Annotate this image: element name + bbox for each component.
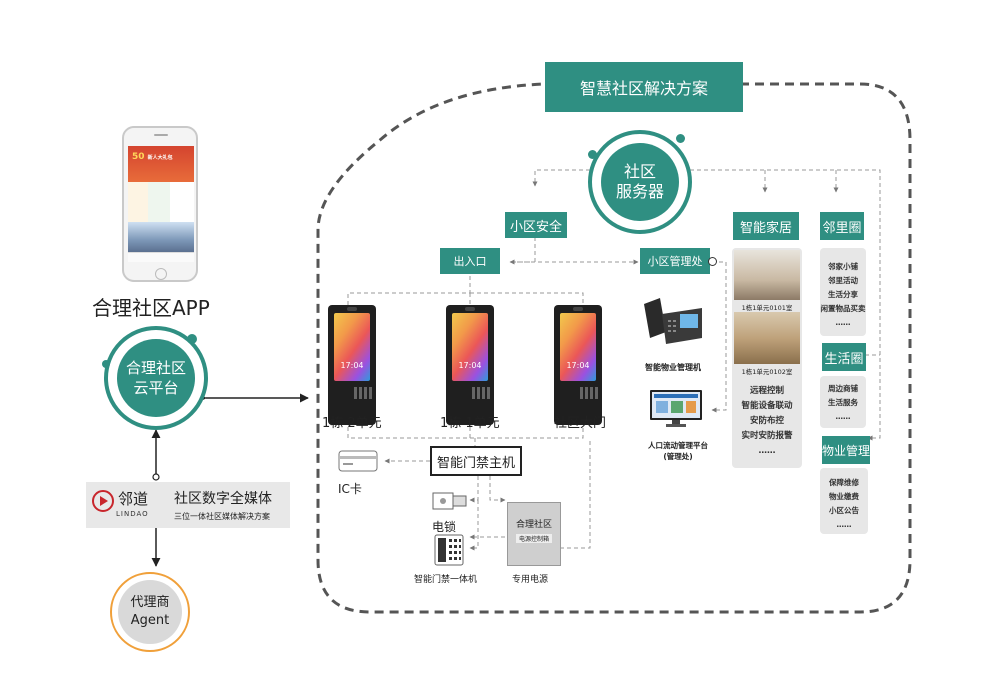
home-photo-2 — [734, 312, 800, 364]
smart-home-box: 智能家居 — [733, 212, 799, 240]
ic-card-label: IC卡 — [338, 482, 362, 496]
smart-home-item: 安防布控 — [749, 416, 784, 426]
property-phone-label: 智能物业管理机 — [645, 363, 701, 372]
keypad-device-icon — [434, 534, 464, 566]
terminal-time: 17:04 — [566, 361, 590, 370]
access-terminal-3: 17:04 — [554, 305, 602, 425]
power-box-title: 合理社区 — [515, 520, 552, 530]
property-panel — [820, 468, 868, 534]
server-line2: 服务器 — [615, 182, 664, 201]
cloud-line1: 合理社区 — [125, 359, 186, 377]
property-management-box: 物业管理 — [822, 436, 870, 464]
smart-home-item: …… — [758, 446, 776, 456]
property-item: 保障维修 — [829, 478, 859, 487]
flow-platform-label: 人口流动管理平台 (管理处) — [640, 440, 716, 462]
neighbor-item: 邻家小铺 — [828, 262, 858, 271]
electric-lock-label: 电锁 — [432, 520, 457, 534]
home-photo-1-caption: 1栋1单元0101室 — [741, 304, 793, 312]
entrance-box: 出入口 — [440, 248, 500, 274]
life-circle-box: 生活圈 — [822, 343, 866, 371]
management-office-box: 小区管理处 — [640, 248, 710, 274]
property-item: 物业缴费 — [829, 492, 859, 501]
property-item: …… — [836, 520, 852, 529]
flow-platform-line2: (管理处) — [663, 452, 693, 461]
home-photo-1 — [734, 250, 800, 300]
access-terminal-2: 17:04 — [446, 305, 494, 425]
community-server-node: 社区 服务器 — [588, 130, 692, 234]
property-item: 小区公告 — [829, 506, 859, 515]
smart-home-item: 智能设备联动 — [741, 401, 793, 411]
page-title: 智慧社区解决方案 — [545, 62, 743, 112]
server-dot-right — [676, 134, 685, 143]
power-box-label: 专用电源 — [512, 575, 549, 585]
management-connector-dot — [708, 257, 717, 266]
neighbor-item: 生活分享 — [828, 290, 858, 299]
life-item: …… — [835, 412, 851, 421]
promo-number: 50 — [132, 152, 145, 162]
app-label: 合理社区APP — [92, 296, 210, 320]
property-list: 保障维修 物业缴费 小区公告 …… — [816, 476, 872, 532]
cloud-dot-left — [102, 360, 110, 368]
cloud-dot-top — [187, 334, 197, 344]
electric-lock-icon — [432, 490, 468, 512]
app-phone-icon: 50 新人大礼包 — [122, 126, 198, 282]
neighbor-list: 邻家小铺 邻里活动 生活分享 闲置物品买卖 …… — [816, 260, 870, 330]
lindao-main-text: 社区数字全媒体 — [174, 491, 272, 507]
cloud-platform-node: 合理社区 云平台 — [104, 326, 208, 430]
ic-card-icon — [338, 450, 378, 472]
flow-platform-line1: 人口流动管理平台 — [648, 441, 708, 450]
smart-home-item: 远程控制 — [749, 386, 784, 396]
lindao-play-icon — [92, 490, 114, 512]
server-dot-left — [588, 150, 597, 159]
neighbor-panel — [820, 248, 866, 336]
agent-line1: 代理商 — [130, 595, 170, 610]
lindao-sub-text: 三位一体社区媒体解决方案 — [174, 512, 270, 521]
access-terminal-1: 17:04 — [328, 305, 376, 425]
life-item: 生活服务 — [828, 398, 858, 407]
terminal-1-label: 1栋 2单元 — [322, 416, 382, 431]
life-list: 周边商铺 生活服务 …… — [816, 382, 870, 424]
power-box-plate: 电源控制箱 — [516, 534, 552, 543]
server-line1: 社区 — [623, 162, 656, 181]
power-box-icon: 合理社区 电源控制箱 — [507, 502, 561, 566]
lindao-logo-sub: LINDAO — [116, 510, 149, 518]
community-security-box: 小区安全 — [505, 212, 567, 238]
terminal-2-label: 1栋 1单元 — [440, 416, 500, 431]
access-control-host-box: 智能门禁主机 — [430, 446, 522, 476]
home-photo-2-caption: 1栋1单元0102室 — [741, 368, 793, 376]
cloud-line2: 云平台 — [133, 379, 179, 397]
neighbor-item: …… — [835, 318, 851, 327]
terminal-time: 17:04 — [458, 361, 482, 370]
smart-home-item: 实时安防报警 — [741, 431, 793, 441]
neighbor-item: 邻里活动 — [828, 276, 858, 285]
terminal-time: 17:04 — [340, 361, 364, 370]
agent-line2: Agent — [130, 613, 170, 628]
life-item: 周边商铺 — [828, 384, 858, 393]
keypad-device-label: 智能门禁一体机 — [414, 575, 478, 585]
lindao-banner — [86, 482, 290, 528]
promo-text: 新人大礼包 — [147, 155, 173, 161]
lindao-logo-text: 邻道 — [118, 490, 149, 508]
flow-platform-monitor-icon — [648, 388, 704, 428]
life-panel — [820, 376, 866, 428]
smart-home-list: 远程控制 智能设备联动 安防布控 实时安防报警 …… — [732, 384, 802, 459]
property-phone-icon — [640, 292, 706, 348]
terminal-3-label: 社区大门 — [554, 416, 607, 431]
agent-node: 代理商 Agent — [110, 572, 190, 652]
neighbor-circle-box: 邻里圈 — [820, 212, 864, 240]
neighbor-item: 闲置物品买卖 — [820, 304, 866, 313]
